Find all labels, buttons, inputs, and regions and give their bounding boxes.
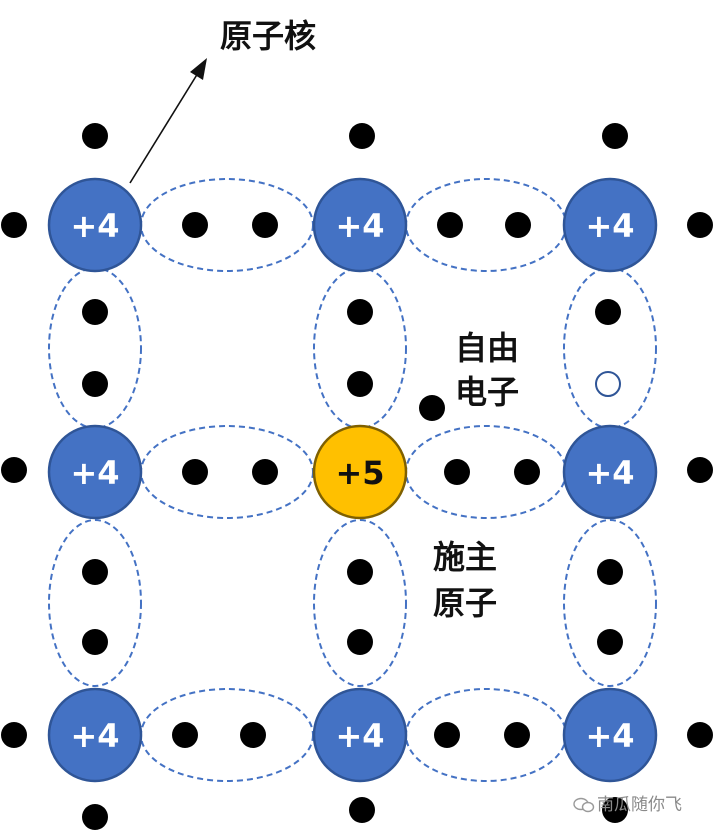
atom-charge: +4 <box>70 454 119 492</box>
covalent-bond-vertical <box>48 267 142 429</box>
silicon-atom <box>47 424 143 520</box>
electron <box>687 722 713 748</box>
silicon-atom <box>562 687 658 783</box>
silicon-atom <box>47 687 143 783</box>
atom-charge: +4 <box>335 207 384 245</box>
atom-charge: +4 <box>585 207 634 245</box>
electron <box>82 371 108 397</box>
electron <box>1 457 27 483</box>
silicon-atom <box>312 687 408 783</box>
watermark-text: 南瓜随你飞 <box>597 795 682 815</box>
donor-charge: +5 <box>335 454 384 492</box>
wechat-icon <box>573 797 595 813</box>
electron <box>252 212 278 238</box>
electron <box>602 123 628 149</box>
electron <box>687 212 713 238</box>
silicon-atom <box>562 177 658 273</box>
covalent-bond-vertical <box>563 519 657 687</box>
pointer-arrow-line <box>129 72 199 184</box>
electron <box>182 459 208 485</box>
pointer-arrow-head <box>190 58 207 80</box>
atom-charge: +4 <box>585 454 634 492</box>
nucleus-label: 原子核 <box>220 17 317 55</box>
covalent-bond-horizontal <box>140 178 314 272</box>
covalent-bond-horizontal <box>405 688 567 782</box>
atom-charge: +4 <box>585 717 634 755</box>
electron <box>602 797 628 823</box>
electron <box>172 722 198 748</box>
electron <box>504 722 530 748</box>
electron <box>349 123 375 149</box>
covalent-bond-vertical <box>48 519 142 687</box>
covalent-bond-vertical <box>313 267 407 429</box>
covalent-bond-horizontal <box>405 425 567 519</box>
hole <box>595 371 621 397</box>
electron <box>182 212 208 238</box>
electron <box>1 212 27 238</box>
electron <box>82 299 108 325</box>
electron <box>1 722 27 748</box>
electron <box>595 299 621 325</box>
atom-charge: +4 <box>335 717 384 755</box>
atom-charge: +4 <box>70 207 119 245</box>
electron <box>82 629 108 655</box>
watermark: 南瓜随你飞 <box>573 790 682 815</box>
electron <box>347 629 373 655</box>
covalent-bond-horizontal <box>405 178 567 272</box>
covalent-bond-vertical <box>313 519 407 687</box>
electron <box>240 722 266 748</box>
free-electron-label-line1: 自由 <box>455 329 520 367</box>
electron <box>444 459 470 485</box>
donor-atom-label-line2: 原子 <box>433 584 498 622</box>
electron <box>597 629 623 655</box>
electron <box>252 459 278 485</box>
electron <box>505 212 531 238</box>
donor-atom-label-line1: 施主 <box>433 538 498 576</box>
electron <box>82 804 108 830</box>
electron <box>82 559 108 585</box>
electron <box>347 559 373 585</box>
electron <box>347 299 373 325</box>
atom-charge: +4 <box>70 717 119 755</box>
electron <box>437 212 463 238</box>
donor-atom <box>312 424 408 520</box>
electron <box>597 559 623 585</box>
electron <box>514 459 540 485</box>
free-electron-label-line2: 电子 <box>455 373 520 411</box>
covalent-bond-horizontal <box>140 425 314 519</box>
electron <box>82 123 108 149</box>
covalent-bond-vertical <box>563 267 657 429</box>
silicon-atom <box>312 177 408 273</box>
covalent-bond-horizontal <box>140 688 314 782</box>
electron <box>347 371 373 397</box>
electron <box>687 457 713 483</box>
silicon-atom <box>47 177 143 273</box>
electron <box>434 722 460 748</box>
silicon-atom <box>562 424 658 520</box>
free-electron <box>419 395 445 421</box>
electron <box>349 797 375 823</box>
